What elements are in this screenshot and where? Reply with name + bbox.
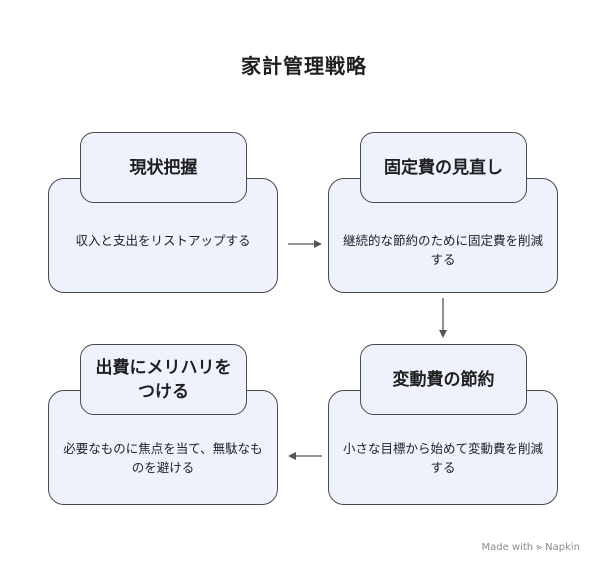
step-4-description: 必要なものに焦点を当て、無駄なものを避ける — [63, 441, 263, 475]
step-2-heading: 固定費の見直し — [360, 132, 527, 203]
step-1-heading: 現状把握 — [80, 132, 247, 203]
step-3-description: 小さな目標から始めて変動費を削減する — [343, 441, 544, 475]
step-4-heading: 出費にメリハリをつける — [80, 344, 247, 415]
napkin-credit: Made with ⪢ Napkin — [481, 542, 580, 553]
step-2-description: 継続的な節約のために固定費を削減する — [343, 233, 544, 267]
step-3-heading: 変動費の節約 — [360, 344, 527, 415]
arrowhead-3-to-4 — [288, 452, 296, 460]
step-1-description: 収入と支出をリストアップする — [75, 233, 251, 248]
arrowhead-1-to-2 — [314, 240, 322, 248]
diagram-title: 家計管理戦略 — [241, 54, 367, 78]
arrowhead-2-to-3 — [439, 330, 447, 338]
